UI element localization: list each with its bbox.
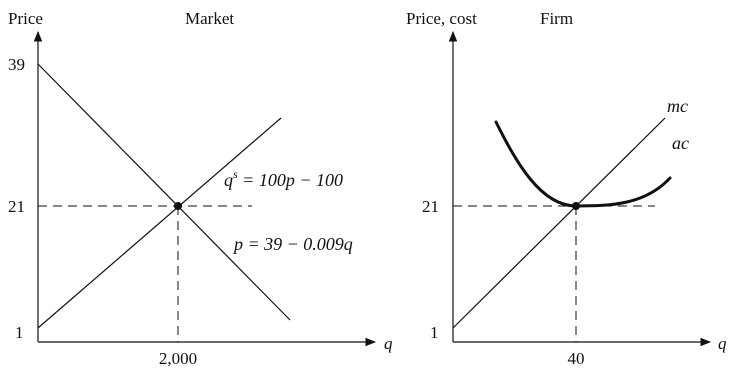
market-supply-label: qs = 100p − 100 [224,167,343,190]
supply-label-rest: = 100p − 100 [238,170,343,190]
market-panel: Price Market q 39 21 1 2,000 qs = 100p −… [8,9,393,368]
market-xlabel: q [384,334,393,353]
firm-xlabel: q [718,334,727,353]
market-ytick-39: 39 [8,55,25,74]
firm-panel: Price, cost Firm q 21 1 40 mc ac [406,9,727,368]
firm-ac-label: ac [672,133,689,153]
market-title: Market [185,9,234,28]
firm-equilibrium-point [572,202,580,210]
market-demand-label: p = 39 − 0.009q [232,234,353,254]
firm-ac-curve [494,120,672,208]
firm-ytick-1: 1 [430,323,439,342]
firm-mc-line [452,117,666,329]
firm-ytick-21: 21 [422,197,439,216]
market-supply-line [37,117,282,329]
firm-xtick-40: 40 [568,349,585,368]
market-demand-line [37,63,291,321]
market-ytick-1: 1 [15,323,24,342]
supply-label-base: q [224,170,233,190]
market-ylabel: Price [8,9,43,28]
firm-mc-label: mc [667,96,688,116]
market-ytick-21: 21 [8,197,25,216]
firm-ylabel: Price, cost [406,9,477,28]
supply-label-sup: s [233,167,238,181]
market-xtick-2000: 2,000 [159,349,197,368]
market-equilibrium-point [174,202,182,210]
firm-title: Firm [540,9,573,28]
